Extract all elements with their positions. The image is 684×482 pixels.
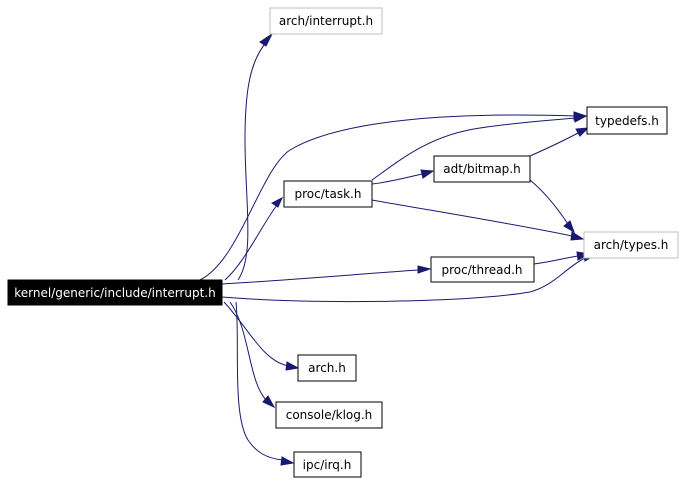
node-proc-task-h[interactable]: proc/task.h — [283, 180, 373, 208]
nodes: kernel/generic/include/interrupt.h arch/… — [7, 7, 679, 478]
node-arch-box — [297, 354, 357, 382]
node-ipc-irq-h[interactable]: ipc/irq.h — [293, 451, 362, 478]
node-proc-task-label: proc/task.h — [295, 187, 362, 201]
edge-proc-thread-to-arch-types — [533, 251, 591, 265]
node-arch-interrupt-label: arch/interrupt.h — [279, 14, 373, 28]
node-console-klog-label: console/klog.h — [286, 408, 373, 422]
edge-root-to-arch-types — [221, 252, 597, 303]
node-ipc-irq-label: ipc/irq.h — [303, 458, 352, 472]
edge-root-to-ipc-irq — [235, 301, 295, 466]
edge-root-to-arch — [223, 301, 300, 371]
node-root-label: kernel/generic/include/interrupt.h — [14, 286, 215, 300]
node-ipc-irq-box — [293, 451, 362, 478]
edge-proc-task-to-arch-types — [371, 199, 585, 241]
node-arch-label: arch.h — [308, 361, 346, 375]
node-arch-interrupt-h[interactable]: arch/interrupt.h — [269, 7, 383, 35]
node-adt-bitmap-box — [433, 155, 531, 183]
node-arch-types-box — [583, 231, 679, 259]
edge-adt-bitmap-to-typedefs — [529, 127, 590, 157]
node-typedefs-label: typedefs.h — [595, 114, 659, 128]
edge-root-to-typedefs — [199, 111, 588, 281]
node-proc-thread-label: proc/thread.h — [441, 263, 522, 277]
node-adt-bitmap-label: adt/bitmap.h — [443, 162, 520, 176]
node-arch-types-h[interactable]: arch/types.h — [583, 231, 679, 259]
node-proc-thread-box — [430, 256, 535, 283]
node-console-klog-h[interactable]: console/klog.h — [275, 401, 383, 429]
edge-root-to-proc-thread — [221, 265, 432, 285]
node-root-box — [7, 279, 223, 306]
node-root-interrupt-h[interactable]: kernel/generic/include/interrupt.h — [7, 279, 223, 306]
edges — [199, 32, 597, 466]
edge-adt-bitmap-to-arch-types — [529, 179, 575, 234]
edge-root-to-console-klog — [229, 301, 276, 409]
node-proc-thread-h[interactable]: proc/thread.h — [430, 256, 535, 283]
edge-proc-task-to-typedefs — [371, 113, 588, 181]
node-arch-interrupt-box — [269, 7, 383, 35]
node-adt-bitmap-h[interactable]: adt/bitmap.h — [433, 155, 531, 183]
node-proc-task-box — [283, 180, 373, 208]
node-arch-h[interactable]: arch.h — [297, 354, 357, 382]
node-typedefs-h[interactable]: typedefs.h — [586, 106, 668, 135]
edge-proc-task-to-adt-bitmap — [371, 169, 435, 185]
node-typedefs-box — [586, 106, 668, 135]
edge-root-to-arch-interrupt — [237, 32, 274, 281]
edge-root-to-proc-task — [224, 196, 284, 281]
node-console-klog-box — [275, 401, 383, 429]
node-arch-types-label: arch/types.h — [594, 238, 669, 252]
